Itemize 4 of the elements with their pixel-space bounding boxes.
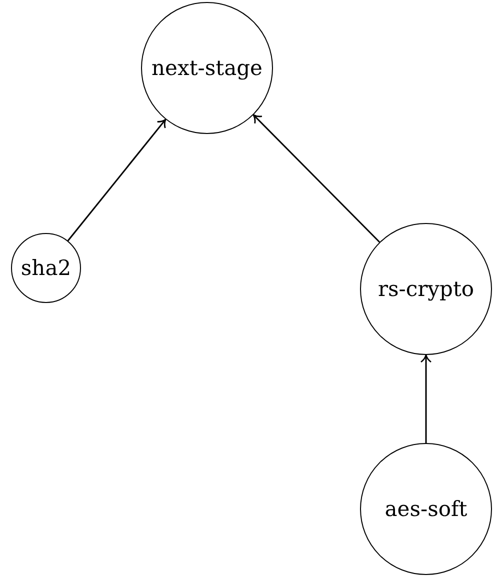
node-label: aes-soft: [384, 497, 468, 521]
node-label: next-stage: [152, 56, 262, 80]
node-label: rs-crypto: [378, 277, 474, 301]
node-label: sha2: [20, 256, 72, 280]
